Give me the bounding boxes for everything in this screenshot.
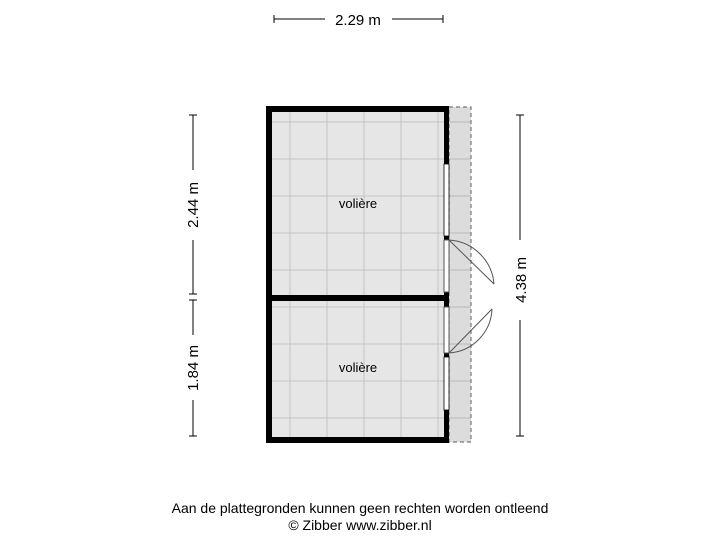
door-lower bbox=[443, 306, 493, 354]
footer-disclaimer: Aan de plattegronden kunnen geen rechten… bbox=[171, 500, 549, 516]
tile-grid-lower bbox=[272, 301, 444, 437]
window-openings bbox=[443, 163, 450, 411]
dimension-right-label: 4.38 m bbox=[513, 257, 530, 303]
dimension-left-lower bbox=[189, 299, 197, 437]
door-upper bbox=[443, 239, 495, 293]
dimension-right bbox=[516, 114, 524, 437]
room-label-lower: volière bbox=[339, 360, 377, 375]
dimension-top bbox=[273, 15, 444, 23]
dimension-top-label: 2.29 m bbox=[335, 12, 381, 29]
footer-copyright: © Zibber www.zibber.nl bbox=[288, 517, 432, 533]
room-floor-lower bbox=[272, 301, 444, 437]
dimension-left-upper bbox=[189, 114, 197, 295]
walls bbox=[266, 106, 449, 443]
tile-grid-upper bbox=[272, 112, 444, 295]
dimension-left-upper-label: 2.44 m bbox=[185, 182, 202, 228]
dimension-left-lower-label: 1.84 m bbox=[185, 345, 202, 391]
room-label-upper: volière bbox=[339, 196, 377, 211]
exterior-strip bbox=[448, 106, 472, 443]
room-floor-upper bbox=[272, 112, 444, 295]
